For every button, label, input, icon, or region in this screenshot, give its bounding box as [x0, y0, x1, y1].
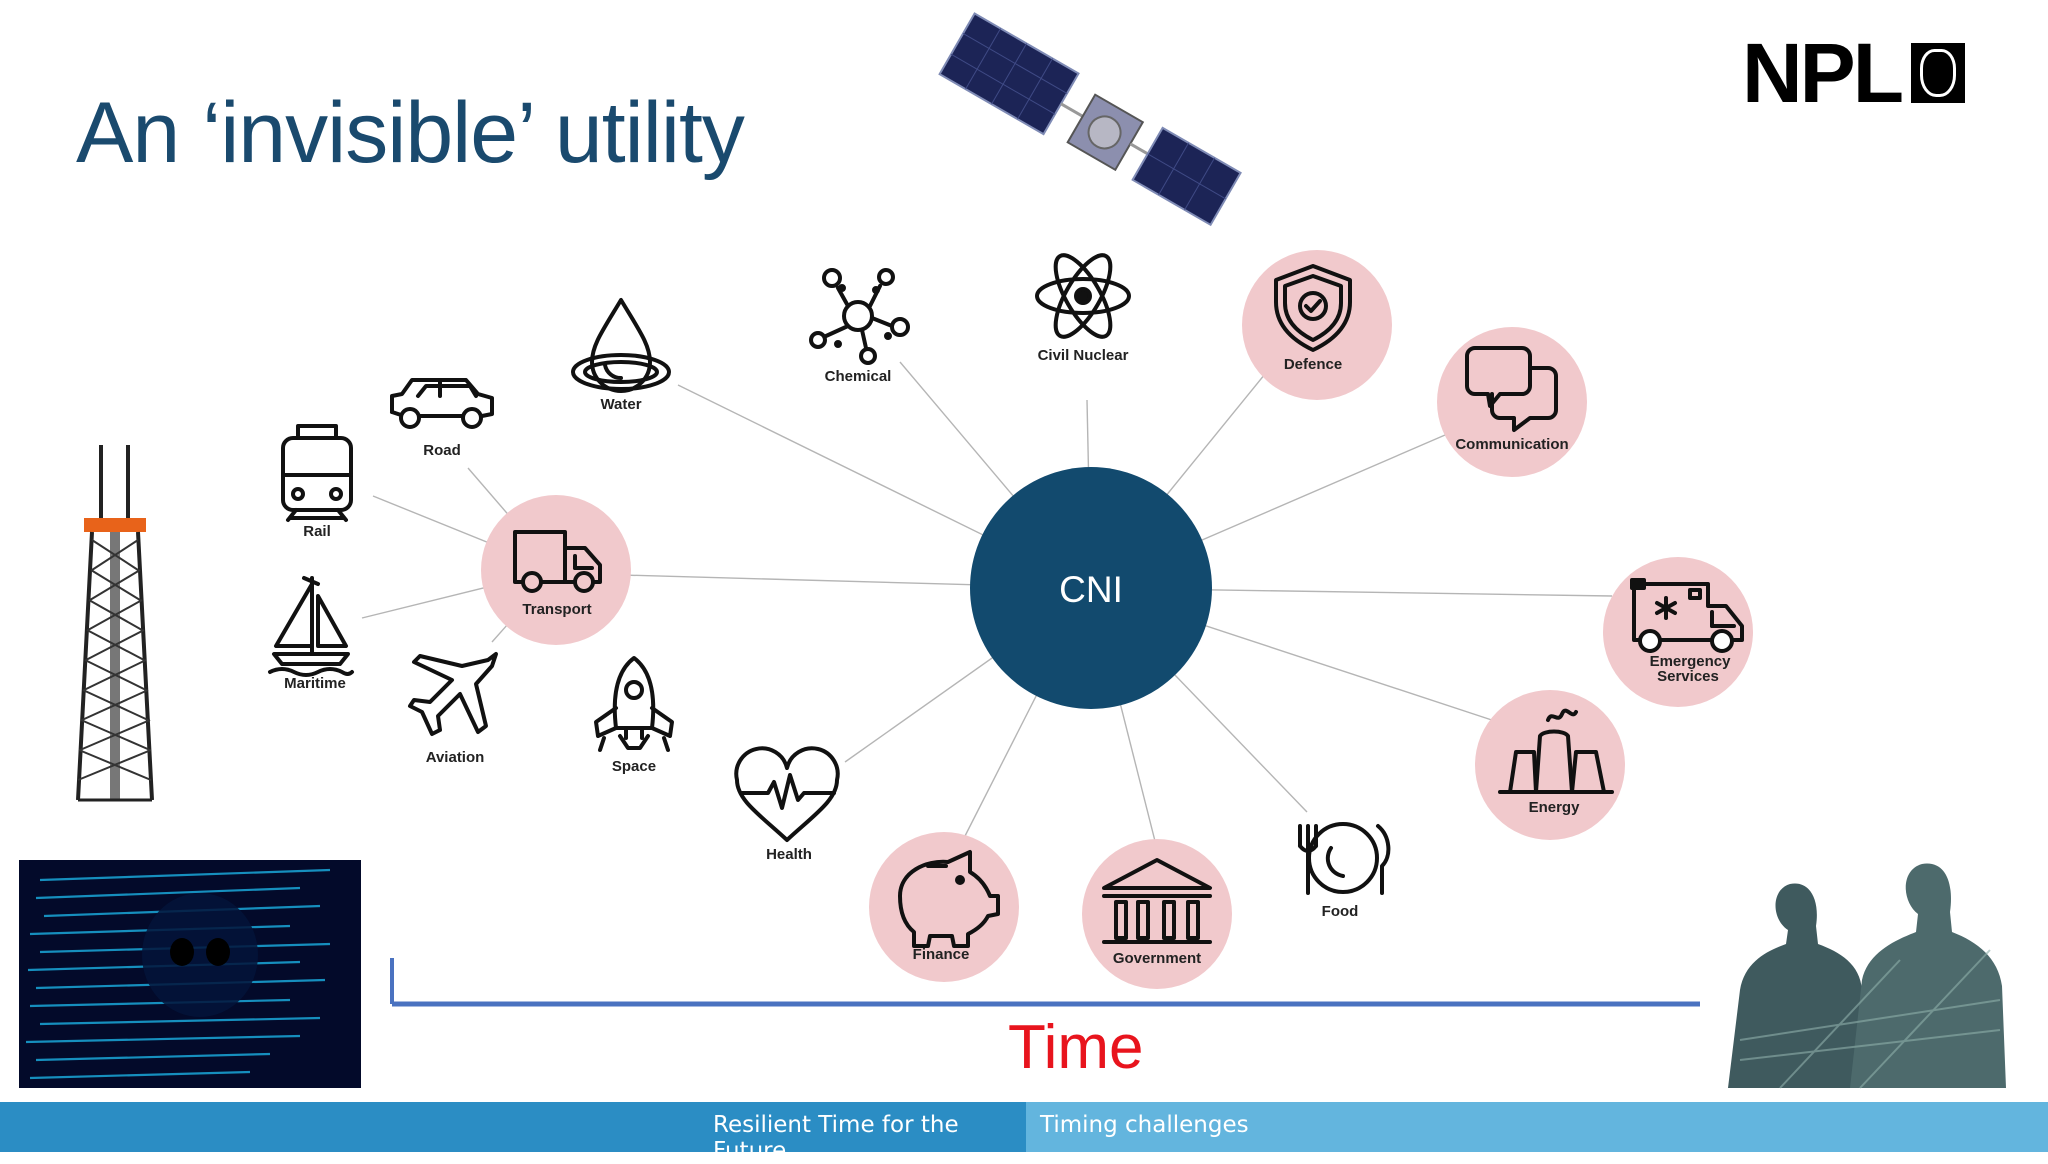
heart-pulse-icon	[734, 746, 840, 842]
transport-circle	[481, 495, 631, 645]
train-icon	[281, 424, 353, 522]
cni-hub	[970, 467, 1212, 709]
footer-presentation-title: Resilient Time for the Future	[713, 1112, 959, 1164]
label-chemical: Chemical	[825, 368, 892, 385]
label-energy: Energy	[1529, 799, 1581, 816]
crest-icon	[1911, 43, 1965, 103]
finance-circle	[869, 832, 1019, 982]
label-maritime: Maritime	[284, 675, 346, 692]
label-water: Water	[600, 396, 641, 413]
label-finance: Finance	[913, 946, 970, 963]
hacker-skull-image	[19, 860, 361, 1088]
label-emergency-line1: Emergency	[1650, 653, 1732, 670]
communication-circle	[1437, 327, 1587, 477]
footer-section-title: Timing challenges	[1040, 1112, 1249, 1138]
npl-logo: NPL	[1742, 31, 1965, 115]
label-transport: Transport	[522, 601, 591, 618]
atom-icon	[1035, 253, 1131, 339]
label-health: Health	[766, 846, 812, 863]
shield-check-icon	[1274, 264, 1352, 352]
footer-left-section: Resilient Time for the Future	[0, 1102, 1026, 1164]
water-drop-icon	[571, 298, 671, 393]
piggy-bank-icon	[898, 850, 1000, 948]
time-label: Time	[1008, 1013, 1144, 1082]
ambulance-icon	[1630, 578, 1744, 653]
label-rail: Rail	[303, 523, 331, 540]
transmission-tower-image	[76, 445, 154, 802]
power-plant-icon	[1498, 708, 1614, 794]
emergency-circle	[1603, 557, 1753, 707]
highlight-circles	[481, 250, 1753, 989]
sailboat-icon	[268, 576, 354, 677]
government-building-icon	[1102, 858, 1212, 944]
footer-bar: Resilient Time for the Future Timing cha…	[0, 1102, 2048, 1164]
footer-right-section: Timing challenges	[1026, 1102, 2048, 1152]
plate-cutlery-icon	[1298, 822, 1391, 895]
label-road: Road	[423, 442, 461, 459]
defence-circle	[1242, 250, 1392, 400]
business-people-image	[1728, 863, 2006, 1089]
energy-circle	[1475, 690, 1625, 840]
label-defence: Defence	[1284, 356, 1342, 373]
cni-label: CNI	[1059, 569, 1123, 610]
label-communication: Communication	[1455, 436, 1568, 453]
airplane-icon	[408, 652, 498, 736]
slide-title: An ‘invisible’ utility	[76, 85, 745, 181]
government-circle	[1082, 839, 1232, 989]
label-civil-nuclear: Civil Nuclear	[1038, 347, 1129, 364]
rocket-icon	[594, 656, 674, 752]
label-emergency-line2: Services	[1657, 668, 1719, 685]
label-government: Government	[1113, 950, 1201, 967]
truck-icon	[513, 530, 602, 593]
label-food: Food	[1322, 903, 1359, 920]
molecule-icon	[809, 268, 910, 365]
speech-bubbles-icon	[1465, 346, 1558, 432]
car-icon	[390, 378, 494, 429]
label-space: Space	[612, 758, 656, 775]
label-aviation: Aviation	[426, 749, 485, 766]
satellite-image	[938, 12, 1242, 227]
timeline-axis	[390, 958, 1700, 1007]
logo-text: NPL	[1742, 26, 1904, 120]
